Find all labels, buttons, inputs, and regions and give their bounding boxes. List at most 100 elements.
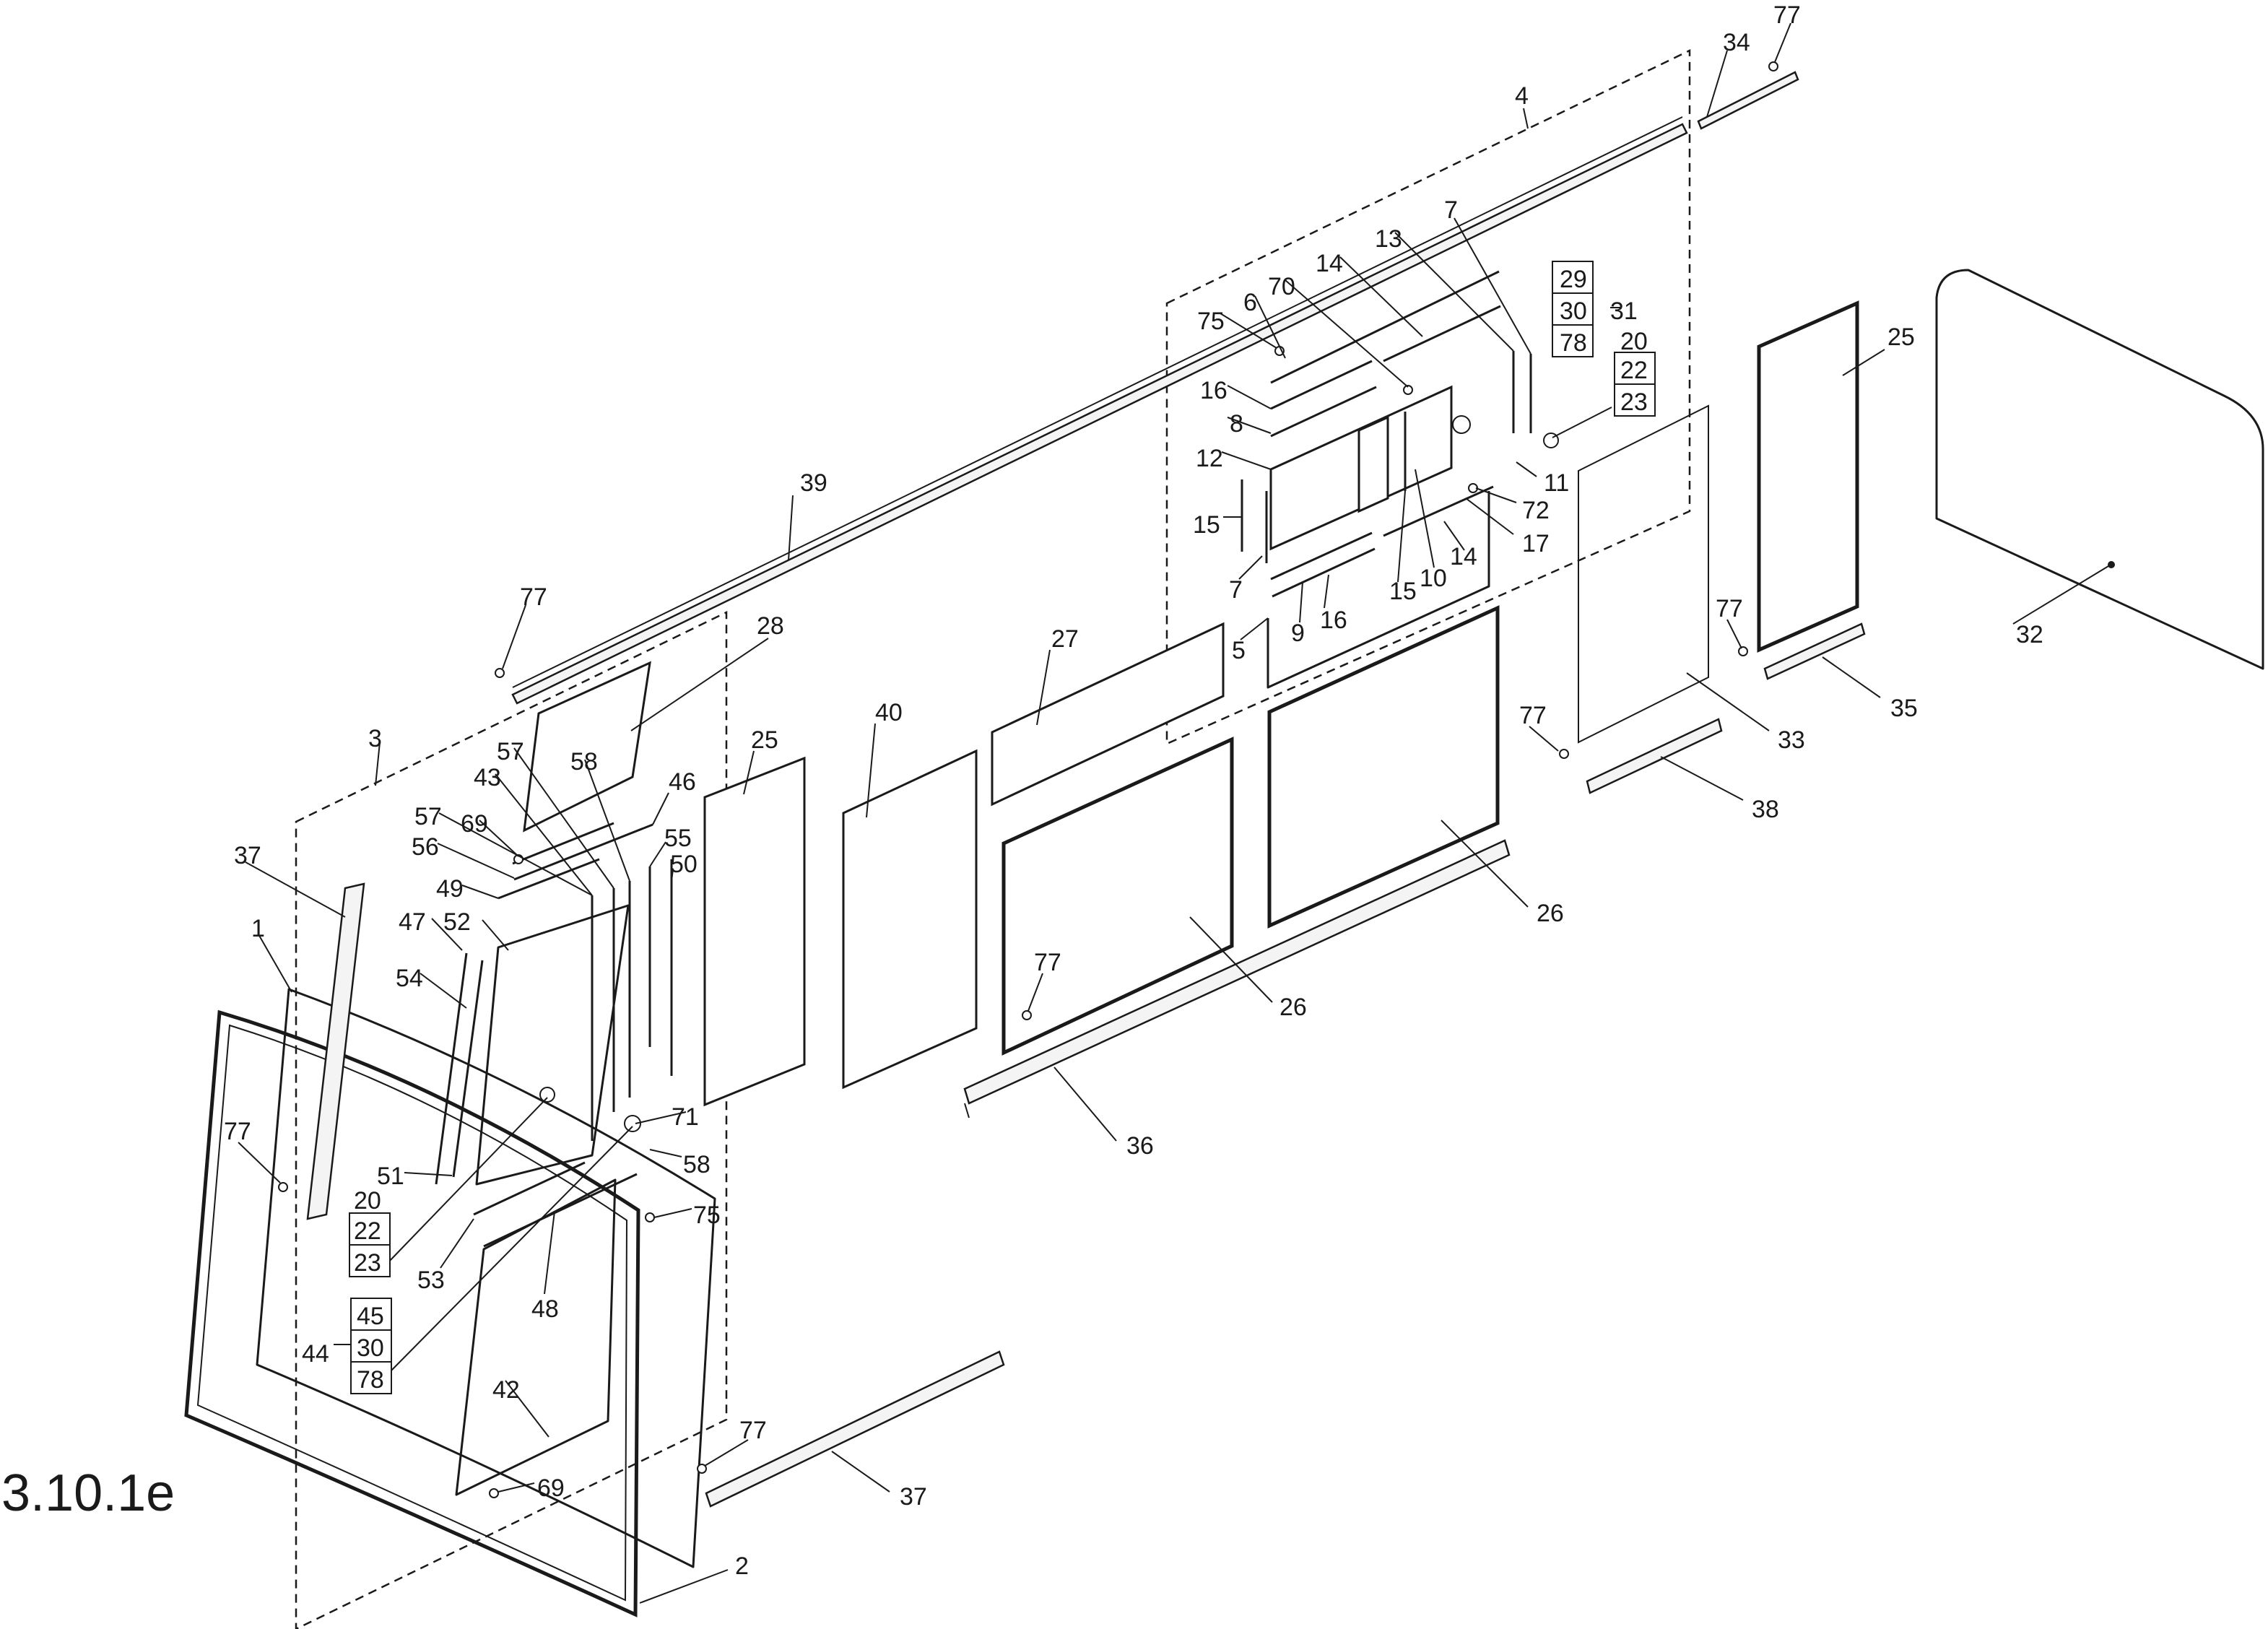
screw-77-e xyxy=(1022,1010,1032,1020)
screw-70 xyxy=(1403,385,1413,395)
screw-77-f xyxy=(278,1182,288,1192)
callout-label-l38: 38 xyxy=(1752,796,1779,823)
group-45-30-78: 45 30 78 xyxy=(350,1298,392,1394)
leader-lines xyxy=(238,22,2109,1604)
callout-label-l35: 35 xyxy=(1890,695,1918,722)
rail-46 xyxy=(513,823,653,881)
rear-window-32-point xyxy=(2108,561,2115,568)
screw-77-d xyxy=(1559,749,1569,759)
callout-label-l37b: 37 xyxy=(900,1483,927,1511)
rail-49 xyxy=(498,858,600,900)
callout-label-l51: 51 xyxy=(377,1163,404,1190)
rear-window-32 xyxy=(1935,269,2264,670)
screw-69-bottom xyxy=(489,1488,499,1498)
callout-label-l14a: 14 xyxy=(1316,250,1343,277)
callout-label-l36: 36 xyxy=(1126,1132,1154,1160)
rail-14-top xyxy=(1383,305,1501,362)
callout-label-l58a: 58 xyxy=(570,748,598,776)
glass-25-right xyxy=(1757,300,1859,653)
callout-label-l56: 56 xyxy=(412,833,439,861)
lock-29-30-78 xyxy=(1452,415,1471,434)
callout-label-l57a: 57 xyxy=(497,738,524,765)
callout-label-l16a: 16 xyxy=(1200,377,1228,404)
callout-label-l28: 28 xyxy=(757,612,784,640)
callout-label-l15b: 15 xyxy=(1389,578,1417,605)
rail-35 xyxy=(1763,622,1866,680)
glass-26-right xyxy=(1267,605,1500,929)
callout-label-l12: 12 xyxy=(1196,445,1223,472)
door-frame-42 xyxy=(455,1178,617,1496)
assembly-3-boundary xyxy=(295,611,728,1629)
callout-label-l77b: 77 xyxy=(520,583,547,611)
assembly-4-boundary xyxy=(1165,49,1691,745)
callout-label-l25b: 25 xyxy=(1887,323,1915,351)
callout-label-l42: 42 xyxy=(492,1376,520,1404)
callout-label-l2: 2 xyxy=(735,1552,749,1580)
callout-label-l49: 49 xyxy=(436,875,464,903)
frame-5 xyxy=(1266,491,1490,689)
group-29-30-78-item-2: 30 xyxy=(1560,297,1587,325)
rail-6 xyxy=(1270,270,1500,384)
callout-label-l8: 8 xyxy=(1230,410,1243,438)
callout-label-l1: 1 xyxy=(251,915,265,942)
door-glass-47 xyxy=(475,904,630,1186)
rail-16-top xyxy=(1270,360,1373,410)
callout-label-l77d: 77 xyxy=(1519,702,1547,729)
strip-37-horizontal xyxy=(705,1350,1005,1508)
screw-77-g xyxy=(697,1464,707,1474)
callout-label-l77e: 77 xyxy=(1034,949,1061,976)
rail-53 xyxy=(473,1161,586,1216)
callout-label-l77g: 77 xyxy=(739,1417,767,1444)
callout-label-l32: 32 xyxy=(2016,621,2043,648)
callout-label-l46: 46 xyxy=(669,768,696,796)
callout-label-l54: 54 xyxy=(396,965,423,992)
callout-label-l26b: 26 xyxy=(1537,900,1564,927)
callout-label-l43: 43 xyxy=(474,764,501,791)
callout-label-l27: 27 xyxy=(1051,625,1079,653)
rail-34 xyxy=(1697,71,1799,130)
screw-77-b xyxy=(495,668,505,678)
callout-label-l16b: 16 xyxy=(1320,607,1347,634)
glass-27 xyxy=(991,622,1225,807)
callout-labels: 1234567789101112131414151516161725252626… xyxy=(224,1,2043,1580)
group-20-22-23-right-item-1: 20 xyxy=(1620,328,1648,355)
callout-label-l75b: 75 xyxy=(693,1202,721,1229)
callout-label-l9: 9 xyxy=(1291,620,1305,647)
callout-label-l44: 44 xyxy=(302,1340,329,1368)
callout-label-l6: 6 xyxy=(1243,289,1257,316)
callout-label-l72: 72 xyxy=(1522,497,1550,524)
rail-9 xyxy=(1272,547,1376,598)
rail-39-edge xyxy=(512,116,1683,688)
callout-label-l39: 39 xyxy=(800,469,827,497)
group-45-30-78-item-1: 45 xyxy=(357,1303,384,1330)
group-20-22-23-left: 20 22 23 xyxy=(349,1187,391,1277)
group-45-30-78-item-3: 78 xyxy=(357,1366,384,1394)
figure-id: 3.10.1e xyxy=(1,1464,175,1522)
rail-8 xyxy=(1270,386,1377,438)
callout-label-l77f: 77 xyxy=(224,1118,251,1145)
rail-48 xyxy=(483,1173,638,1248)
windscreen-1 xyxy=(256,988,716,1568)
group-29-30-78-item-3: 78 xyxy=(1560,329,1587,357)
callout-label-l13: 13 xyxy=(1375,225,1402,253)
callout-label-l70: 70 xyxy=(1268,273,1295,300)
callout-label-l5: 5 xyxy=(1232,637,1246,664)
callout-label-l75a: 75 xyxy=(1197,308,1225,335)
hinge-71 xyxy=(624,1115,641,1132)
glass-10 xyxy=(1357,415,1389,513)
callout-label-l55: 55 xyxy=(664,825,692,852)
rail-14-bottom xyxy=(1383,485,1494,537)
group-45-30-78-item-2: 30 xyxy=(357,1334,384,1362)
group-20-22-23-right-item-2: 22 xyxy=(1620,357,1648,384)
bolt-20-22-23 xyxy=(539,1087,555,1103)
callout-label-l52: 52 xyxy=(443,908,471,936)
rail-36 xyxy=(963,839,1511,1105)
callout-label-l25a: 25 xyxy=(751,726,778,754)
group-20-22-23-left-item-1: 20 xyxy=(354,1187,381,1215)
rail-39 xyxy=(511,123,1688,705)
callout-label-l33: 33 xyxy=(1778,726,1805,754)
callout-label-l69b: 69 xyxy=(537,1474,565,1502)
callout-label-l15a: 15 xyxy=(1193,511,1220,539)
rail-56 xyxy=(512,822,614,865)
